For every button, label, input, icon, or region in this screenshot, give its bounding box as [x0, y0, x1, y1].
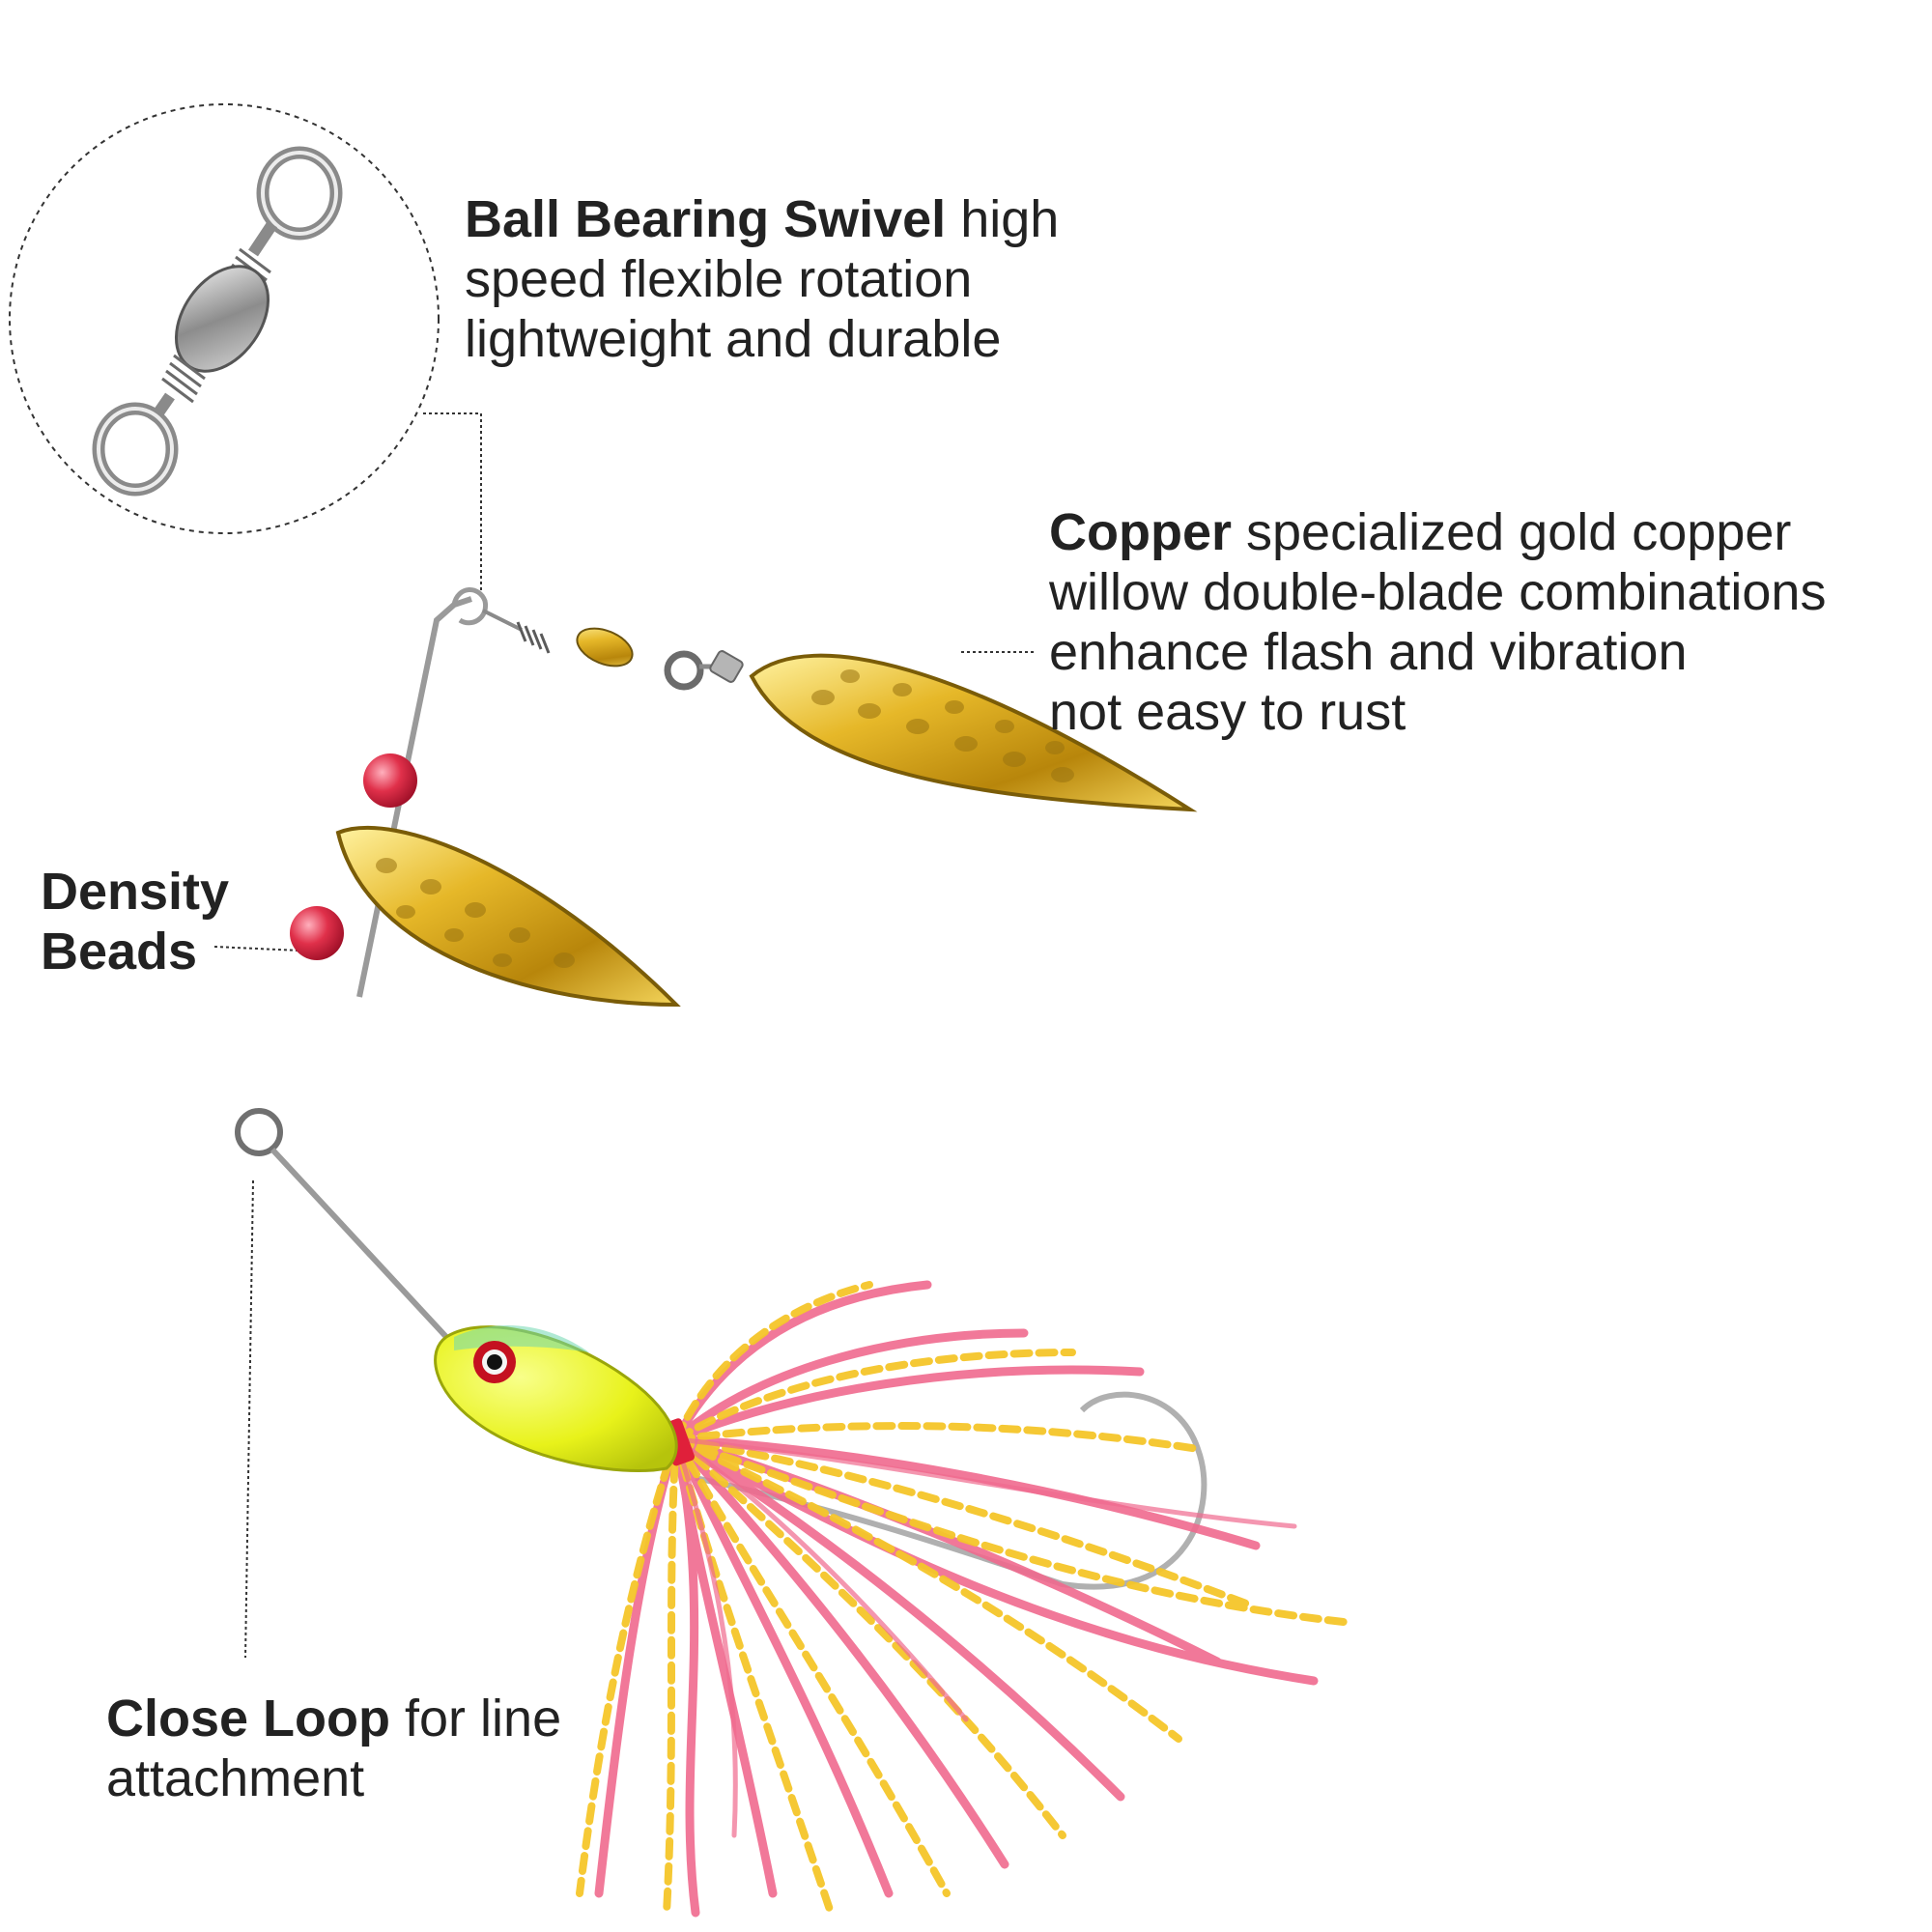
swivel-callout: Ball Bearing Swivel high speed flexible … — [465, 189, 1059, 369]
swivel-inset — [9, 103, 440, 534]
magnified-swivel-icon — [92, 146, 343, 497]
swivel-callout-line1: Ball Bearing Swivel high — [465, 189, 1059, 249]
copper-callout: Copper specialized gold copper willow do… — [1049, 502, 1826, 742]
beads-leader-line — [213, 946, 300, 952]
swivel-title: Ball Bearing Swivel — [465, 190, 947, 248]
copper-callout-line1: Copper specialized gold copper — [1049, 502, 1826, 562]
beads-callout-line1: Density — [41, 863, 230, 921]
swivel-line1-rest: high — [960, 190, 1060, 248]
inset-circle — [9, 103, 440, 534]
lower-willow-blade — [335, 825, 681, 1008]
loop-line1-rest: for line — [405, 1690, 562, 1747]
silicone-skirt — [576, 1280, 1356, 1918]
lure-head — [434, 1325, 678, 1472]
lower-wire — [270, 1147, 449, 1340]
loop-callout-line2: attachment — [106, 1749, 365, 1807]
upper-red-bead — [363, 753, 417, 808]
upper-wire — [356, 596, 472, 998]
loop-callout: Close Loop for line attachment — [106, 1689, 561, 1808]
beads-callout-line2: Beads — [41, 923, 198, 980]
loop-callout-line1: Close Loop for line — [106, 1689, 561, 1748]
small-swivel-icon — [482, 609, 744, 691]
swivel-leader-line — [423, 412, 482, 591]
copper-line1-rest: specialized gold copper — [1246, 503, 1792, 561]
copper-callout-line4: not easy to rust — [1049, 683, 1406, 741]
beads-callout: Density Beads — [41, 862, 229, 981]
spinnerbait-lure — [235, 587, 1356, 1918]
swivel-callout-line3: lightweight and durable — [465, 310, 1002, 368]
leader-lines — [213, 412, 1034, 1659]
copper-callout-line2: willow double-blade combinations — [1049, 563, 1827, 621]
copper-title: Copper — [1049, 503, 1232, 561]
loop-title: Close Loop — [106, 1690, 390, 1747]
copper-callout-line3: enhance flash and vibration — [1049, 623, 1688, 681]
lower-red-bead — [290, 906, 344, 960]
swivel-callout-line2: speed flexible rotation — [465, 250, 973, 308]
wire-top-bend — [451, 587, 489, 626]
close-loop-icon — [235, 1108, 283, 1156]
loop-leader-line — [244, 1179, 254, 1659]
top-willow-blade — [749, 653, 1198, 812]
lure-eye-icon — [473, 1341, 516, 1383]
